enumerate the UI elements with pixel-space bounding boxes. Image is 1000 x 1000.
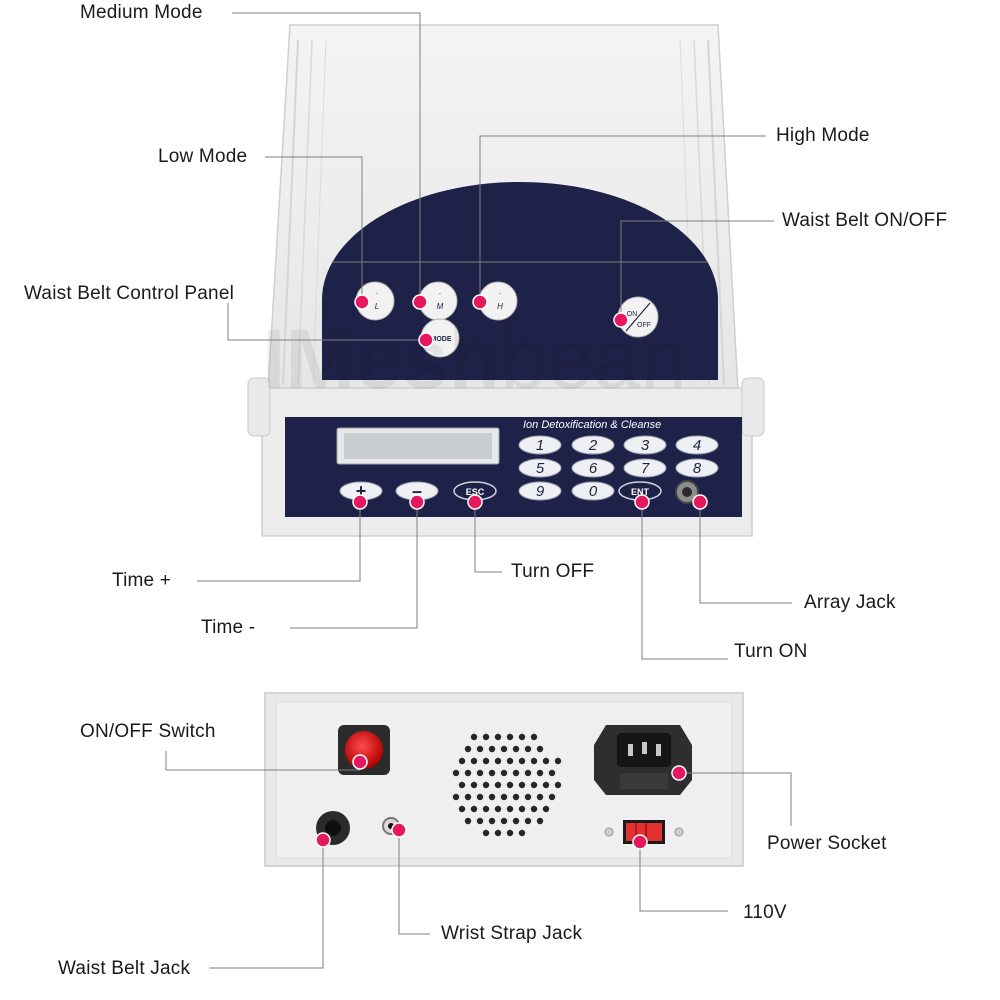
svg-text:9: 9 (536, 483, 545, 500)
svg-text:3: 3 (641, 437, 650, 454)
marker-onoff-switch (352, 754, 368, 770)
power-socket[interactable] (594, 725, 692, 795)
waist-belt-onoff-button[interactable]: ON OFF (617, 296, 659, 338)
marker-waist-belt-jack (315, 832, 331, 848)
keypad-key-2[interactable]: 2 (571, 435, 615, 455)
svg-text:L: L (375, 302, 379, 311)
label-low-mode: Low Mode (158, 146, 248, 167)
label-time-plus: Time + (112, 570, 172, 591)
label-power-socket: Power Socket (767, 833, 887, 854)
label-turn-on: Turn ON (734, 641, 808, 662)
watermark: IMeshbean (262, 312, 687, 406)
svg-text:4: 4 (693, 437, 701, 454)
svg-text:7: 7 (641, 460, 650, 477)
svg-text:0: 0 (589, 483, 598, 500)
marker-low-mode (354, 294, 370, 310)
array-jack[interactable] (675, 480, 699, 504)
marker-array-jack (692, 494, 708, 510)
ent-key[interactable]: ENT (618, 481, 662, 501)
label-turn-off: Turn OFF (511, 561, 595, 582)
esc-key[interactable]: ESC (453, 481, 497, 501)
label-wrist-strap-jack: Wrist Strap Jack (441, 923, 583, 944)
marker-power-socket (671, 765, 687, 781)
marker-time-plus (352, 494, 368, 510)
svg-text:2: 2 (588, 437, 598, 454)
marker-control-panel (418, 332, 434, 348)
marker-110v (632, 834, 648, 850)
speaker-grille (452, 733, 562, 837)
keypad-key-4[interactable]: 4 (675, 435, 719, 455)
label-time-minus: Time - (201, 617, 256, 638)
marker-turn-on (634, 494, 650, 510)
marker-wrist-strap (391, 822, 407, 838)
svg-text:·: · (376, 289, 379, 298)
panel-title: Ion Detoxification & Cleanse (523, 419, 661, 431)
svg-text:·: · (499, 289, 502, 298)
waist-belt-control-panel (322, 182, 718, 380)
svg-text:–: – (412, 481, 422, 501)
svg-text:·: · (439, 289, 442, 298)
label-waist-belt-onoff: Waist Belt ON/OFF (782, 210, 948, 231)
keypad-key-1[interactable]: 1 (518, 435, 562, 455)
keypad-key-3[interactable]: 3 (623, 435, 667, 455)
svg-text:H: H (497, 302, 503, 311)
svg-text:5: 5 (536, 460, 545, 477)
numeric-keypad: 1 2 3 4 5 6 7 8 9 0 (518, 435, 719, 501)
svg-text:ENT: ENT (631, 487, 650, 497)
markers (315, 294, 708, 850)
svg-text:MODE: MODE (431, 336, 452, 343)
svg-text:ESC: ESC (466, 487, 485, 497)
svg-text:ON: ON (627, 311, 638, 318)
svg-text:1: 1 (536, 437, 544, 454)
leader-lines (165, 12, 792, 969)
svg-text:M: M (437, 302, 444, 311)
plus-key[interactable]: + (339, 481, 383, 501)
svg-text:OFF: OFF (637, 322, 651, 329)
label-array-jack: Array Jack (804, 592, 896, 613)
marker-high-mode (472, 294, 488, 310)
svg-text:+: + (356, 481, 367, 501)
svg-text:8: 8 (693, 460, 702, 477)
label-110v: 110V (743, 902, 787, 923)
keypad-key-5[interactable]: 5 (518, 458, 562, 478)
label-waist-belt-jack: Waist Belt Jack (58, 958, 191, 979)
keypad-key-6[interactable]: 6 (571, 458, 615, 478)
keypad-key-8[interactable]: 8 (675, 458, 719, 478)
label-waist-belt-control-panel: Waist Belt Control Panel (24, 283, 235, 304)
marker-turn-off (467, 494, 483, 510)
marker-waist-belt-onoff (613, 312, 629, 328)
keypad-key-0[interactable]: 0 (571, 481, 615, 501)
label-onoff-switch: ON/OFF Switch (80, 721, 216, 742)
device-rear-view (264, 692, 744, 867)
label-high-mode: High Mode (776, 125, 870, 146)
keypad-key-9[interactable]: 9 (518, 481, 562, 501)
keypad-key-7[interactable]: 7 (623, 458, 667, 478)
label-medium-mode: Medium Mode (80, 2, 203, 23)
marker-medium-mode (412, 294, 428, 310)
marker-time-minus (409, 494, 425, 510)
svg-text:6: 6 (589, 460, 598, 477)
